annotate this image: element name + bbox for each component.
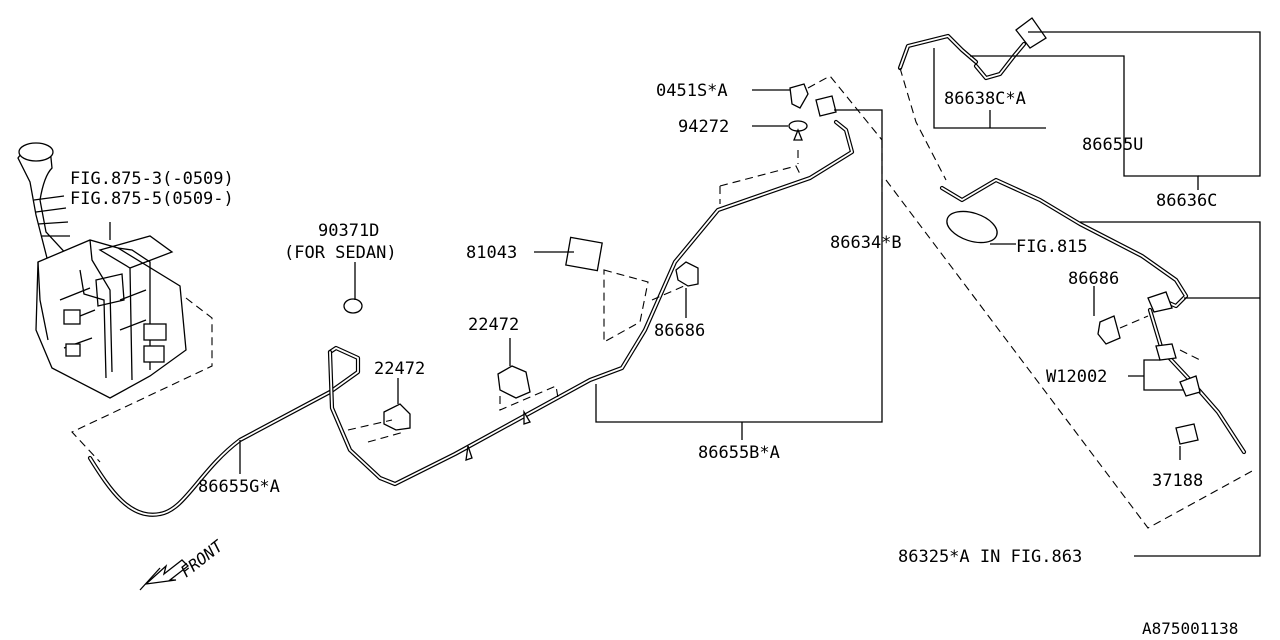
diagram-id: A875001138 bbox=[1142, 619, 1238, 638]
label-94272[interactable]: 94272 bbox=[678, 117, 729, 137]
label-86655g[interactable]: 86655G*A bbox=[198, 477, 280, 497]
label-86325[interactable]: 86325*A IN FIG.863 bbox=[898, 547, 1082, 567]
label-90371d[interactable]: 90371D bbox=[318, 221, 379, 241]
label-fig-815[interactable]: FIG.815 bbox=[1016, 237, 1088, 257]
dashed-leaders bbox=[347, 67, 1255, 529]
label-for-sedan: (FOR SEDAN) bbox=[284, 243, 397, 263]
front-arrow-icon: FRONT bbox=[139, 536, 228, 591]
label-37188[interactable]: 37188 bbox=[1152, 471, 1203, 491]
label-fig-875-3[interactable]: FIG.875-3(-0509) bbox=[70, 169, 234, 189]
label-22472-lower[interactable]: 22472 bbox=[374, 359, 425, 379]
leader-lines bbox=[109, 31, 1261, 557]
label-86686-center[interactable]: 86686 bbox=[654, 321, 705, 341]
label-22472-upper[interactable]: 22472 bbox=[468, 315, 519, 335]
label-86686-right[interactable]: 86686 bbox=[1068, 269, 1119, 289]
label-fig-875-5[interactable]: FIG.875-5(0509-) bbox=[70, 189, 234, 209]
label-86655u[interactable]: 86655U bbox=[1082, 135, 1143, 155]
tank-dashed-outline bbox=[71, 297, 213, 463]
label-86638c[interactable]: 86638C*A bbox=[944, 89, 1026, 109]
small-parts bbox=[343, 17, 1201, 461]
label-86636c[interactable]: 86636C bbox=[1156, 191, 1217, 211]
label-0451s[interactable]: 0451S*A bbox=[656, 81, 728, 101]
label-81043[interactable]: 81043 bbox=[466, 243, 517, 263]
label-w12002[interactable]: W12002 bbox=[1046, 367, 1107, 387]
label-86655b[interactable]: 86655B*A bbox=[698, 443, 780, 463]
label-86634b[interactable]: 86634*B bbox=[830, 233, 902, 253]
washer-tank-illustration bbox=[17, 142, 187, 399]
front-label: FRONT bbox=[177, 536, 228, 581]
